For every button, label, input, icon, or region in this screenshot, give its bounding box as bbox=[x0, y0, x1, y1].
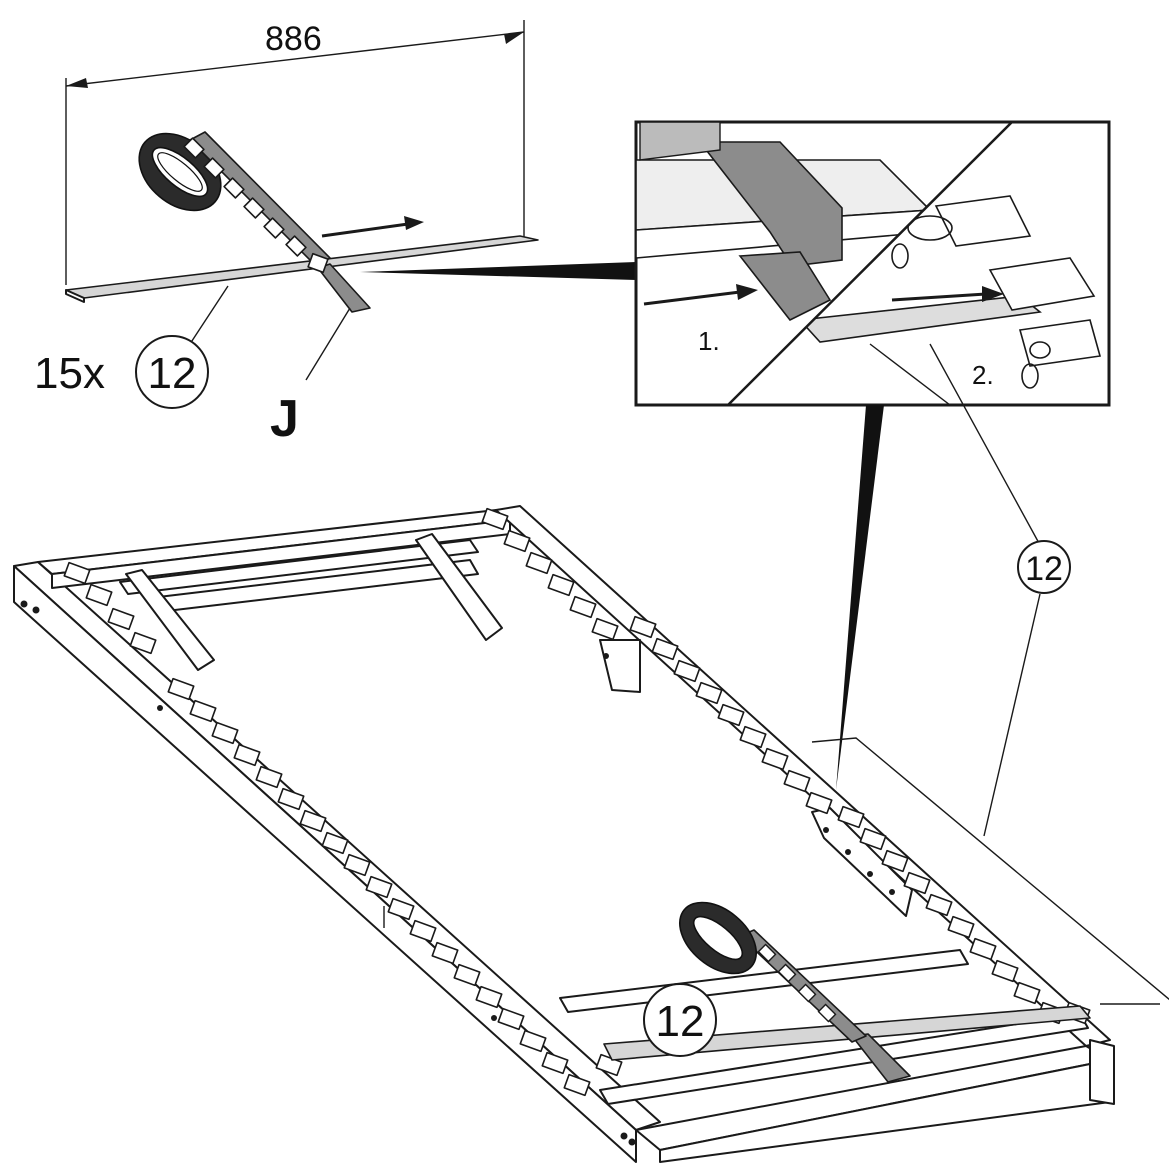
strap-label: J bbox=[270, 390, 299, 448]
strap-holders bbox=[183, 137, 329, 274]
slat-prep-panel: 886 15x bbox=[34, 20, 539, 448]
part-callout-number: 12 bbox=[148, 349, 197, 398]
slat-end bbox=[65, 289, 85, 303]
step-1-label: 1. bbox=[698, 326, 720, 356]
detail-leader bbox=[929, 343, 1041, 546]
detail-panel: 1. 2. bbox=[634, 120, 1111, 546]
part-leader bbox=[185, 285, 229, 351]
dimension-line bbox=[65, 31, 525, 88]
frame-leader bbox=[983, 593, 1041, 837]
slide-arrow bbox=[321, 216, 424, 238]
detail-divider bbox=[727, 121, 1013, 406]
part-callout-circle bbox=[135, 335, 209, 409]
strap-roll bbox=[138, 132, 222, 212]
zoom-wedge-top bbox=[360, 262, 636, 280]
zoom-wedge-down bbox=[836, 405, 884, 790]
frame-callout-circle bbox=[643, 983, 717, 1057]
dimension-value: 886 bbox=[265, 20, 322, 58]
hinge-right bbox=[415, 533, 503, 641]
right-rail-block bbox=[599, 639, 641, 693]
floor-line bbox=[811, 737, 1169, 1001]
frame-strap-roll bbox=[678, 901, 758, 975]
holders-left bbox=[63, 561, 623, 1097]
screw-holes bbox=[20, 600, 636, 1146]
strap-tail bbox=[317, 263, 371, 313]
quantity-label: 15x bbox=[34, 349, 105, 398]
detail-callout-number: 12 bbox=[1025, 550, 1063, 588]
frame-callout-number: 12 bbox=[656, 997, 705, 1046]
bed-frame bbox=[13, 505, 1169, 1163]
detail-step2 bbox=[798, 195, 1102, 405]
detail-callout-circle bbox=[1017, 540, 1071, 594]
hinge-left bbox=[125, 569, 215, 671]
step-2-label: 2. bbox=[972, 360, 994, 390]
strap-leader bbox=[305, 307, 351, 381]
holders-right bbox=[481, 507, 1091, 1025]
left-rail-face bbox=[13, 565, 637, 1163]
